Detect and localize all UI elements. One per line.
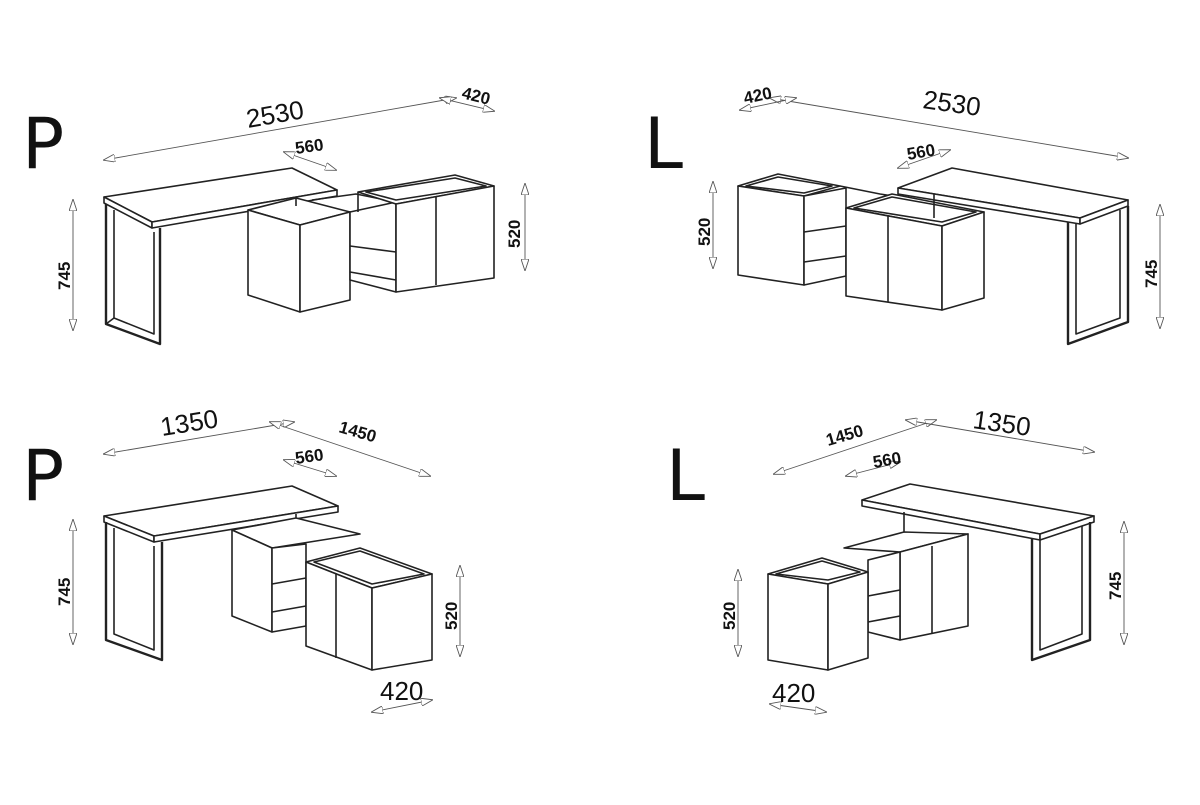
dim-length-a: 1350 (971, 404, 1032, 442)
dimension-lines (713, 98, 1160, 328)
dim-length: 2530 (244, 94, 306, 134)
cabinet-right (357, 174, 495, 293)
dim-cabinet-depth: 560 (294, 445, 325, 468)
variant-letter: L (666, 435, 705, 517)
dim-desk-height: 745 (1106, 572, 1125, 600)
panel-top-right: L (644, 83, 1161, 346)
dim-front-depth: 420 (772, 678, 815, 708)
dim-front-depth: 420 (380, 676, 423, 706)
cabinet-front (305, 547, 433, 671)
dim-cabinet-height: 520 (505, 220, 524, 248)
desk (103, 485, 339, 662)
panel-bottom-left: P 1350 (22, 403, 461, 712)
dim-cabinet-height: 520 (720, 602, 739, 630)
dim-desk-height: 745 (1142, 260, 1161, 288)
cabinet-back (843, 531, 969, 641)
dim-cabinet-height: 520 (695, 218, 714, 246)
desk (861, 483, 1095, 662)
variant-letter: P (22, 435, 64, 517)
cabinet-front (767, 557, 869, 671)
cabinet-left (737, 173, 931, 286)
dim-cabinet-depth: 560 (905, 140, 936, 164)
cabinet-right (845, 193, 985, 311)
dim-length-b: 1450 (337, 418, 379, 447)
dim-desk-height: 745 (55, 578, 74, 606)
panel-top-left: P (22, 83, 525, 346)
dimension-lines (73, 422, 460, 712)
cabinet-back (231, 517, 361, 633)
dim-cabinet-depth: 560 (871, 448, 902, 472)
cabinet-left (247, 197, 351, 313)
variant-letter: P (22, 103, 64, 185)
dimension-lines (73, 98, 525, 330)
dim-cabinet-depth: 560 (294, 135, 325, 158)
dim-corner-depth: 420 (460, 83, 492, 108)
dimension-lines (738, 420, 1124, 712)
variant-letter: L (644, 103, 683, 185)
dim-desk-height: 745 (55, 262, 74, 290)
desk (897, 167, 1130, 346)
dim-cabinet-height: 520 (442, 602, 461, 630)
panel-bottom-right: L 1450 (666, 404, 1125, 712)
dim-length: 2530 (921, 84, 982, 122)
